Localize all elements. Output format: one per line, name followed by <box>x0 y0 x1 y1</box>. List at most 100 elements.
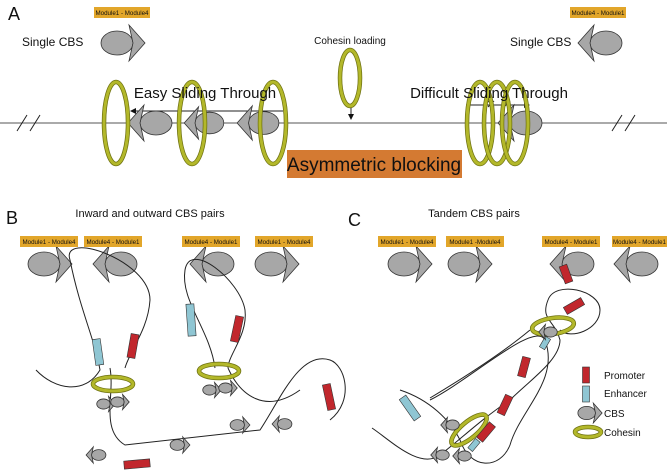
panel-a-left-tag: Module1 - Module4 <box>96 10 150 17</box>
legend-enhancer-label: Enhancer <box>604 389 647 400</box>
enhancer-c1 <box>398 394 422 422</box>
enhancer-c2 <box>538 335 552 351</box>
panel-c-tag-4: Module4 - Module1 <box>613 239 667 246</box>
legend-cbs-label: CBS <box>604 409 625 420</box>
cbs-body <box>194 111 225 135</box>
cbs-body <box>202 384 217 396</box>
cbs-arrowhead <box>236 104 254 142</box>
cbs-icon <box>613 244 659 284</box>
cbs-body <box>254 251 288 277</box>
cbs-icon <box>447 244 493 284</box>
left-single-cbs-label: Single CBS <box>22 35 83 49</box>
cbs-body <box>218 382 233 394</box>
cbs-icon <box>202 381 222 399</box>
cbs-arrowhead <box>85 445 95 465</box>
cohesin-ring-fill <box>500 80 530 166</box>
easy-sliding-label: Easy Sliding Through <box>134 85 276 102</box>
cbs-body <box>625 251 659 277</box>
panel-c-tag-1: Module1 - Module4 <box>381 239 435 246</box>
break-mark-right <box>611 114 636 132</box>
cbs-icon <box>236 104 280 142</box>
cbs-arrowhead <box>613 244 631 284</box>
cbs-icon <box>440 416 460 434</box>
cbs-icon <box>229 415 251 435</box>
promoter-b2 <box>230 315 244 343</box>
cbs-icon <box>169 435 191 455</box>
panel-c-tag-2-bg <box>446 236 504 247</box>
single-cbs-left-icon <box>577 23 623 63</box>
legend-cbs-icon <box>577 401 603 425</box>
cohesin-ring-fill <box>197 362 241 380</box>
cbs-arrowhead <box>127 103 145 143</box>
cbs-arrowhead <box>440 416 449 434</box>
cbs-body <box>91 449 107 461</box>
asymmetric-blocking-box <box>287 150 462 178</box>
cbs-icon <box>218 379 238 397</box>
panel-b-tag-2: Module4 - Module1 <box>87 239 141 246</box>
asymmetric-blocking-label: Asymmetric blocking <box>287 155 461 176</box>
panel-a-label: A <box>8 4 20 24</box>
cbs-body <box>27 251 61 277</box>
panel-c-tag-2: Module1 -Module4 <box>449 239 501 246</box>
cbs-body <box>139 110 173 136</box>
panel-b-tag-1-bg <box>20 236 78 247</box>
cbs-arrowhead <box>229 379 238 397</box>
cbs-arrowhead <box>577 23 595 63</box>
cbs-icon <box>189 244 235 284</box>
promoter-c4 <box>496 393 514 417</box>
right-single-cbs-label: Single CBS <box>510 35 571 49</box>
cbs-body <box>277 418 293 430</box>
promoter-b4 <box>322 383 336 411</box>
panel-c-tag-4-bg <box>612 236 667 247</box>
cbs-icon <box>538 323 558 341</box>
legend-cohesin-label: Cohesin <box>604 428 641 439</box>
cbs-body <box>100 30 134 56</box>
cohesin-ring-fill <box>338 48 362 108</box>
promoter-c2 <box>558 263 574 285</box>
cohesin-ring-fill <box>573 425 603 439</box>
cohesin-ring-fill <box>465 80 495 166</box>
cbs-icon <box>85 445 107 465</box>
cbs-icon <box>254 244 300 284</box>
legend-promoter-icon <box>582 366 590 384</box>
b-loop-left <box>35 247 151 388</box>
cbs-arrowhead <box>181 435 191 455</box>
cbs-body <box>201 251 235 277</box>
promoter-b1 <box>126 333 140 359</box>
cbs-icon <box>271 414 293 434</box>
promoter-c5 <box>476 421 496 443</box>
cbs-arrowhead <box>282 244 300 284</box>
cohesin-loading-label: Cohesin loading <box>314 36 386 47</box>
cbs-arrowhead <box>415 244 433 284</box>
panel-b-tag-4: Module1 - Module4 <box>258 239 312 246</box>
cbs-body <box>543 326 558 338</box>
cbs-icon <box>549 244 595 284</box>
cbs-body <box>387 251 421 277</box>
cbs-body <box>457 450 472 462</box>
cbs-body <box>110 396 125 408</box>
cbs-body <box>229 419 245 431</box>
cbs-arrowhead <box>241 415 251 435</box>
cbs-arrowhead <box>430 446 439 464</box>
cbs-icon <box>430 446 450 464</box>
cohesin-ring-fill <box>102 80 130 166</box>
b-loop-right <box>183 258 246 369</box>
cbs-body <box>577 405 596 421</box>
panel-a-right-tag-bg <box>570 7 626 18</box>
panel-b-tag-2-bg <box>84 236 142 247</box>
cohesin-ring-fill <box>482 80 512 166</box>
break-mark-left <box>16 114 41 132</box>
panel-b-tag-4-bg <box>255 236 313 247</box>
panel-c-tag-3-bg <box>542 236 600 247</box>
enhancer-b2 <box>185 303 197 337</box>
panel-c-title: Tandem CBS pairs <box>428 208 520 220</box>
difficult-sliding-label: Difficult Sliding Through <box>410 85 568 102</box>
cbs-arrowhead <box>92 244 110 284</box>
cbs-body <box>589 30 623 56</box>
promoter-c3 <box>517 355 531 379</box>
cbs-arrowhead <box>183 105 200 141</box>
cohesin-ring-fill <box>91 375 135 393</box>
legend-enhancer-icon <box>582 385 590 403</box>
panel-b-tag-1: Module1 - Module4 <box>23 239 77 246</box>
